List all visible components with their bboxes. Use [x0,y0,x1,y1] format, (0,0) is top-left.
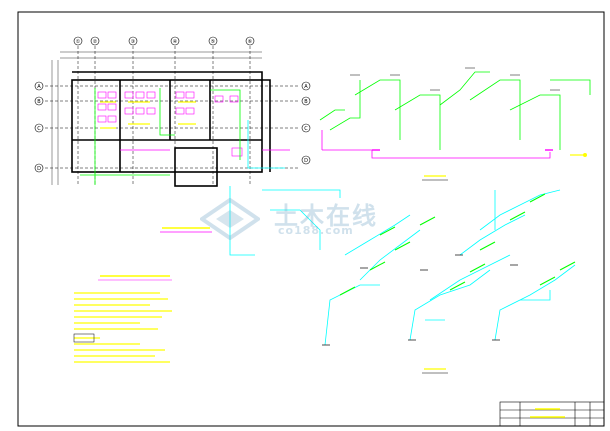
grid-bubble-label: C [37,126,41,132]
grid-bubble-label: B [37,99,41,105]
grid-bubble-label: ⑥ [248,39,253,45]
drawing-frame [17,11,605,427]
grid-bubble-label: ④ [173,39,178,45]
water-supply-system-diagram [322,189,576,374]
grid-bubble-label: A [37,84,41,90]
design-notes [73,275,172,363]
grid-bubble [208,36,218,46]
grid-bubble [301,96,311,106]
grid-bubble [34,123,44,133]
grid-bubble [90,36,100,46]
grid-bubble-label: D [304,158,308,164]
grid-bubbles-top [73,36,255,46]
building-walls [71,71,271,187]
sanitary-fixtures [97,91,243,157]
grid-bubble [34,163,44,173]
grid-bubble-label: C [304,126,308,132]
room-labels [100,101,196,129]
grid-bubble-label: B [304,99,308,105]
title-block [499,401,605,427]
grid-bubbles-left [34,81,44,173]
grid-bubble-label: ③ [131,39,135,45]
grid-bubble-label: D [37,166,41,172]
grid-bubble [73,36,83,46]
grid-bubbles-right [301,81,311,165]
grid-bubble-label: ① [76,39,81,45]
grid-bubble [170,36,180,46]
grid-bubble [128,36,138,46]
grid-bubble [301,123,311,133]
grid-bubble-label: ⑤ [211,39,215,45]
grid-bubble [34,81,44,91]
grid-bubble-label: ② [93,39,98,45]
grid-bubble-label: A [304,84,308,90]
drainage-system-diagram [319,67,591,181]
grid-bubble [301,81,311,91]
floor-plan [34,36,341,256]
plan-pipes [80,88,341,256]
grid-bubble [301,155,311,165]
grid-bubble [245,36,255,46]
grid-bubble [34,96,44,106]
